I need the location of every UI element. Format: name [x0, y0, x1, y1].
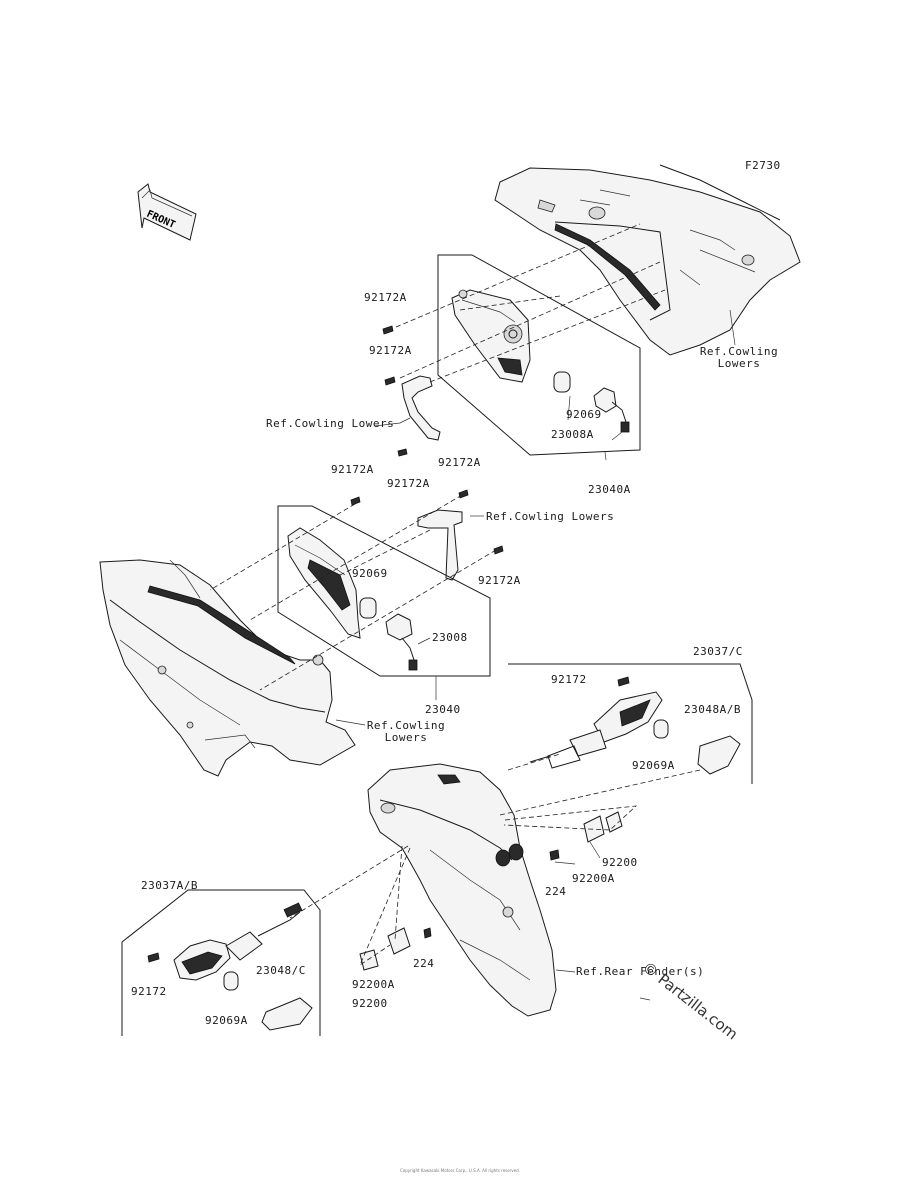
- screw-icon: [382, 325, 408, 457]
- label-92172: 92172: [551, 673, 587, 686]
- mid-bracket: [417, 509, 463, 581]
- mid-turn-signal-lamp: [287, 527, 361, 639]
- label-23037AB: 23037A/B: [141, 879, 198, 892]
- label-92200A: 92200A: [572, 872, 615, 885]
- upper-turn-signal-lamp: [451, 289, 531, 383]
- front-arrow-icon: FRONT: [137, 183, 197, 241]
- label-23048C: 23048/C: [256, 964, 306, 977]
- lower-assembly-lines: [121, 663, 753, 1036]
- label-ref-cowling-lowers: Ref.Cowling Lowers: [486, 510, 615, 523]
- label-23040A: 23040A: [588, 483, 631, 496]
- clip-nut-icon: [359, 811, 623, 971]
- label-92172A: 92172A: [387, 477, 430, 490]
- upper-fairing: [494, 164, 801, 356]
- label-224: 224: [413, 957, 435, 970]
- label-92200: 92200: [602, 856, 638, 869]
- label-23037C: 23037/C: [693, 645, 743, 658]
- right-rear-turn-signal: [529, 691, 663, 769]
- label-92172A: 92172A: [331, 463, 374, 476]
- screw-icon: [350, 489, 504, 555]
- rear-fender: [367, 763, 557, 1017]
- label-23040: 23040: [425, 703, 461, 716]
- lens-icon: [261, 735, 741, 1031]
- label-224: 224: [545, 885, 567, 898]
- bulb-icon: [359, 597, 377, 619]
- leader-lines: [335, 309, 736, 1001]
- left-rear-turn-signal: [173, 902, 303, 981]
- label-ref-rear-fender: Ref.Rear Fender(s): [576, 965, 705, 978]
- upper-bracket: [401, 375, 441, 441]
- bulb-icon: [553, 371, 571, 393]
- label-23048AB: 23048A/B: [684, 703, 741, 716]
- label-ref-cowling-lowers: Ref.Cowling Lowers: [699, 345, 779, 370]
- label-23008A: 23008A: [551, 428, 594, 441]
- label-ref-cowling-lowers: Ref.Cowling Lowers: [366, 719, 446, 744]
- label-ref-cowling-lowers: Ref.Cowling Lowers: [266, 417, 395, 430]
- label-92172A: 92172A: [369, 344, 412, 357]
- label-92200A: 92200A: [352, 978, 395, 991]
- socket-icon: [593, 387, 630, 433]
- label-92172A: 92172A: [438, 456, 481, 469]
- label-92200: 92200: [352, 997, 388, 1010]
- upper-assembly-lines: [395, 223, 666, 456]
- diagram-code: F2730: [745, 159, 781, 172]
- bulb-icon: [223, 719, 669, 991]
- copyright-text: Copyright Kawasaki Motors Corp., U.S.A. …: [400, 1168, 520, 1173]
- label-92069: 92069: [352, 567, 388, 580]
- label-92069A: 92069A: [632, 759, 675, 772]
- screw-icon: [147, 676, 630, 963]
- label-23008: 23008: [432, 631, 468, 644]
- label-92172A: 92172A: [478, 574, 521, 587]
- label-92172A: 92172A: [364, 291, 407, 304]
- label-92172: 92172: [131, 985, 167, 998]
- socket-icon: [385, 613, 418, 671]
- label-92069A: 92069A: [205, 1014, 248, 1027]
- label-92069: 92069: [566, 408, 602, 421]
- side-fairing-panel: [99, 559, 356, 777]
- middle-assembly-lines: [209, 494, 497, 691]
